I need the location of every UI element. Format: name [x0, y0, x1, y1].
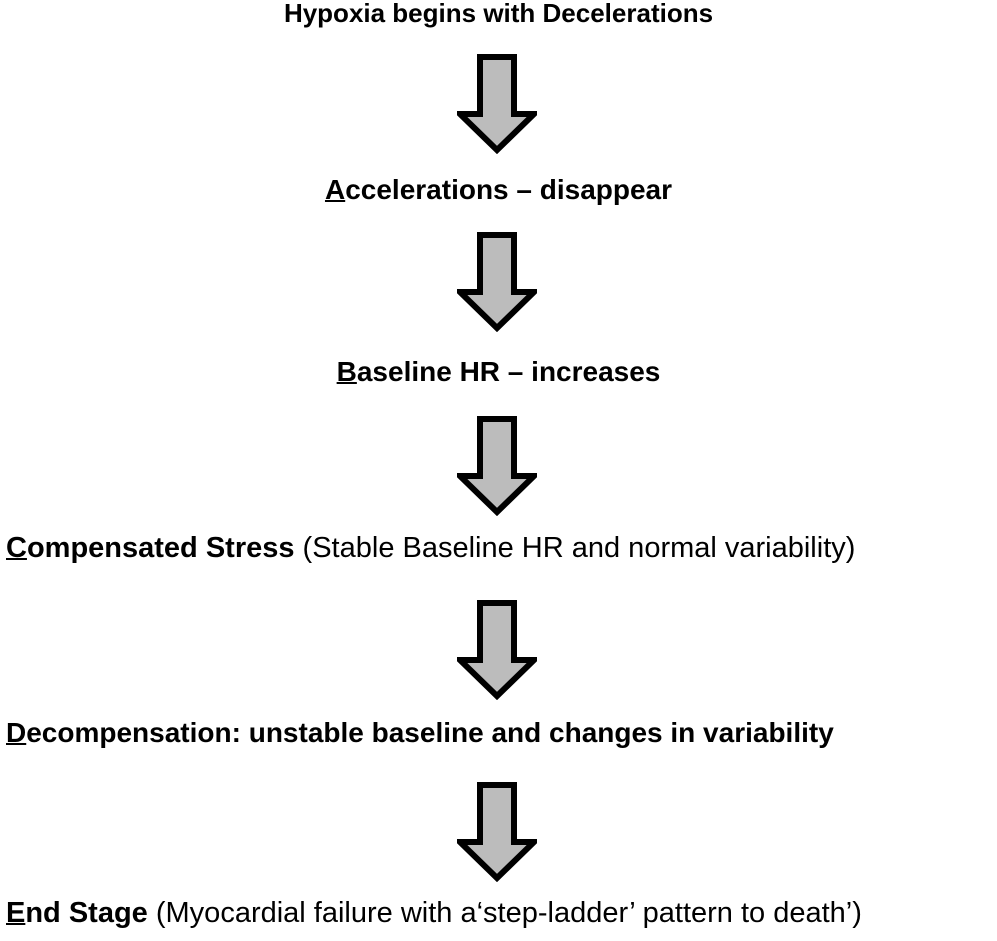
flow-step-end-stage-initial: E — [6, 897, 26, 929]
flow-step-compensated-stress: Compensated Stress (Stable Baseline HR a… — [0, 533, 997, 563]
flow-step-decompensation: Decompensation: unstable baseline and ch… — [0, 718, 997, 747]
flow-step-baseline-text: Baseline HR – increases — [337, 357, 661, 386]
down-arrow-icon-2 — [457, 232, 537, 332]
flow-step-end-stage-text: End Stage (Myocardial failure with a‘ste… — [0, 898, 997, 928]
down-arrow-icon-5 — [457, 782, 537, 882]
flow-step-accelerations-bold: ccelerations – disappear — [345, 174, 673, 205]
flow-step-decompensation-initial: D — [6, 717, 27, 748]
flow-step-baseline: Baseline HR – increases — [0, 357, 997, 386]
flow-step-accelerations-initial: A — [324, 174, 346, 205]
down-arrow-icon-1 — [457, 54, 537, 154]
down-arrow-icon-4 — [457, 600, 537, 700]
down-arrow-icon-3 — [457, 416, 537, 516]
flow-step-end-stage-note: (Myocardial failure with a‘step-ladder’ … — [147, 897, 862, 929]
flow-step-end-stage: End Stage (Myocardial failure with a‘ste… — [0, 898, 997, 928]
flow-step-title: Hypoxia begins with Decelerations — [0, 0, 997, 27]
flow-step-title-text: Hypoxia begins with Decelerations — [284, 0, 713, 27]
flow-step-compensated-stress-bold: ompensated Stress — [26, 532, 295, 564]
flow-step-title-bold: Hypoxia begins with Decelerations — [283, 0, 714, 28]
flow-step-end-stage-bold: nd Stage — [25, 897, 148, 929]
flow-step-compensated-stress-note: (Stable Baseline HR and normal variabili… — [294, 532, 856, 564]
flow-step-accelerations: Accelerations – disappear — [0, 175, 997, 204]
flow-step-compensated-stress-text: Compensated Stress (Stable Baseline HR a… — [0, 533, 997, 563]
flow-step-baseline-bold: aseline HR – increases — [356, 356, 661, 387]
flow-step-accelerations-text: Accelerations – disappear — [325, 175, 672, 204]
flow-step-decompensation-bold: ecompensation: unstable baseline and cha… — [26, 717, 834, 748]
flow-step-baseline-initial: B — [336, 356, 357, 387]
flow-step-compensated-stress-initial: C — [6, 532, 27, 564]
flow-step-decompensation-text: Decompensation: unstable baseline and ch… — [0, 718, 997, 747]
